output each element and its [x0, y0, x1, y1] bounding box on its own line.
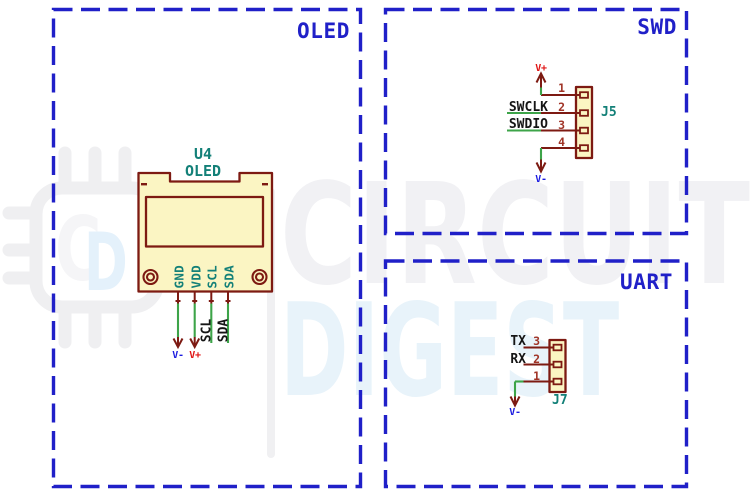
watermark-text-circuit: CIRCUIT	[280, 154, 750, 317]
mounting-hole-inner	[145, 272, 156, 282]
oled-corner-mark	[141, 183, 147, 186]
uart-vminus-label: V-	[509, 407, 521, 418]
arrow-head-down	[535, 162, 547, 174]
logo-letter-d: D	[84, 216, 128, 309]
mounting-hole-inner	[254, 272, 265, 282]
j5-pin-number-2: 2	[558, 99, 565, 114]
vminus-arrow-icon	[172, 337, 184, 350]
logo-letter-d-group: D	[84, 216, 128, 309]
oled-vminus-label: V-	[172, 349, 184, 361]
section-title-uart: UART	[620, 270, 673, 294]
mounting-hole	[251, 268, 268, 286]
watermark-separator-bar	[267, 188, 275, 458]
net-label-swclk: SWCLK	[508, 99, 548, 115]
pin-pad	[552, 343, 563, 352]
mounting-hole	[142, 268, 159, 286]
arrow-head-up	[535, 71, 547, 83]
oled-vplus-label: V+	[189, 349, 201, 361]
arrow-head-down	[509, 396, 521, 408]
j5-pin-number-1: 1	[558, 80, 565, 95]
oled-corner-mark	[262, 183, 268, 186]
arrow-head-down	[172, 338, 184, 350]
pin-pad	[579, 109, 589, 117]
vminus-arrow-icon	[535, 159, 547, 174]
swd-section-border	[383, 7, 689, 236]
pin-pad	[579, 91, 589, 99]
swd-vplus-label: V+	[535, 62, 547, 74]
oled-pin-name-vdd: VDD	[188, 265, 204, 289]
section-title-swd: SWD	[637, 15, 677, 39]
oled-module-symbol	[137, 171, 274, 350]
circuitdigest-chip-logo-icon: C D	[2, 146, 165, 349]
logo-letter-c-group: C	[55, 200, 101, 302]
logo-letter-c: C	[55, 200, 101, 302]
j5-reference: J5	[601, 104, 617, 120]
arrow-head-down	[189, 338, 201, 350]
pin-pad	[552, 377, 563, 386]
j7-pin-number-3: 3	[533, 334, 540, 348]
net-label-swdio: SWDIO	[508, 117, 548, 132]
vminus-arrow-icon	[509, 396, 521, 408]
uart-section-border	[383, 259, 689, 489]
j5-pins	[541, 91, 589, 152]
oled-screen	[144, 195, 265, 248]
pin-pad	[579, 126, 589, 135]
j5-body	[574, 85, 594, 160]
swd-header-symbol	[507, 71, 594, 174]
oled-value: OLED	[184, 162, 222, 180]
net-label-scl: SCL	[199, 318, 215, 342]
j7-pins	[523, 343, 563, 386]
oled-pin-stubs	[175, 291, 231, 304]
j5-pin-number-3: 3	[558, 117, 565, 132]
net-label-sda: SDA	[216, 318, 232, 342]
vplus-arrow-icon	[535, 71, 547, 88]
oled-reference: U4	[193, 145, 213, 163]
net-label-tx: TX	[510, 334, 526, 349]
oled-pin-name-sda: SDA	[221, 265, 237, 289]
net-label-rx: RX	[510, 351, 526, 367]
pin-pad	[552, 360, 563, 369]
oled-pin-name-gnd: GND	[171, 265, 187, 289]
j7-pin-number-2: 2	[533, 351, 540, 366]
oled-section-border	[51, 7, 363, 489]
j7-reference: J7	[552, 393, 568, 408]
section-title-oled: OLED	[297, 19, 350, 43]
pin-pad	[579, 144, 589, 152]
uart-header-symbol	[509, 338, 567, 408]
vplus-arrow-icon	[189, 337, 201, 350]
oled-pin-name-scl: SCL	[204, 265, 220, 289]
j5-pin-number-4: 4	[558, 135, 565, 149]
j7-pin-number-1: 1	[533, 368, 540, 383]
swd-vminus-label: V-	[535, 173, 547, 185]
